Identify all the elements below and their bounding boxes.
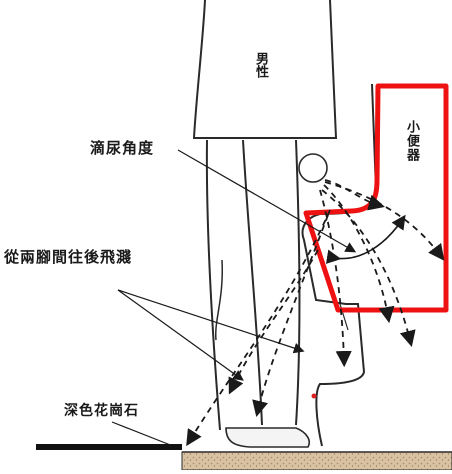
angle-arc (325, 214, 406, 264)
leader-drip (177, 149, 357, 253)
leader-splash-1 (117, 289, 305, 354)
leg-front (295, 139, 301, 426)
leader-splash-2 (117, 289, 244, 381)
label-male: 男性 (253, 52, 268, 78)
shoe (225, 427, 311, 448)
floor-bar (36, 444, 182, 450)
leader-stone (111, 421, 179, 449)
splash-back-3 (228, 249, 319, 395)
stream-down-1 (319, 189, 352, 368)
leader-lines (111, 149, 357, 449)
label-urinal: 小便器 (404, 120, 419, 162)
urinal-drip-dot (311, 393, 317, 399)
label-splash-back: 從兩腳間往後飛濺 (4, 248, 133, 266)
urinal-highlight (303, 83, 449, 313)
label-drip-angle: 滴尿角度 (90, 139, 155, 157)
label-dark-granite: 深色花崗石 (64, 403, 139, 419)
granite-floor (181, 451, 452, 471)
splash-back-2 (252, 214, 329, 418)
leg-mid (242, 139, 263, 426)
drip-point-circle (298, 153, 328, 183)
leg-back (205, 139, 221, 431)
stream-right (324, 181, 445, 261)
stream-mid (323, 184, 395, 324)
splash-back-1 (186, 209, 331, 447)
stream-up (324, 179, 385, 211)
male-torso (192, 0, 338, 139)
trouser-crease (214, 259, 224, 341)
